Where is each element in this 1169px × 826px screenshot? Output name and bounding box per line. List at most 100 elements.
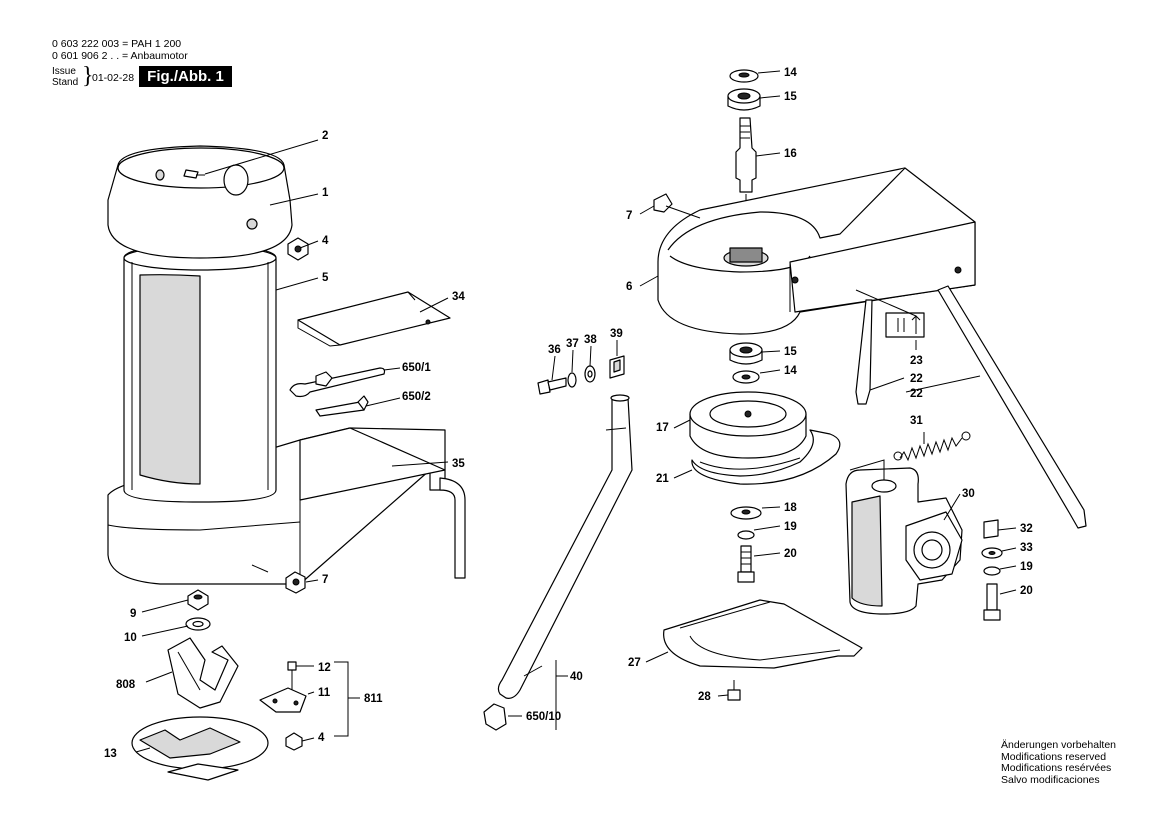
- label-12: 12: [318, 662, 331, 674]
- tube-40: [497, 394, 633, 699]
- pulley-17: [689, 391, 807, 459]
- washer-38: [584, 365, 596, 383]
- label-1: 1: [322, 187, 329, 199]
- label-20: 20: [784, 548, 797, 560]
- washer-37: [567, 372, 577, 388]
- top-cap-1: [107, 145, 293, 259]
- washer-10: [185, 617, 211, 631]
- washer-18: [730, 506, 762, 520]
- label-37: 37: [566, 338, 579, 350]
- label-31: 31: [910, 415, 923, 427]
- label-15-lower: 15: [784, 346, 797, 358]
- bearing-15-top: [727, 88, 761, 111]
- housing-6: [657, 167, 976, 335]
- label-27: 27: [628, 657, 641, 669]
- end-cap-650-10: [483, 703, 507, 731]
- issue-label: Issue: [52, 66, 76, 77]
- screw-7-head: [653, 193, 701, 219]
- label-4-upper: 4: [322, 235, 329, 247]
- cover-plate-34: [297, 291, 451, 347]
- nut-4-upper: [287, 237, 309, 261]
- washer-14-top: [729, 69, 759, 83]
- label-32: 32: [1020, 523, 1033, 535]
- screw-28: [727, 680, 741, 701]
- label-7-left: 7: [322, 574, 328, 586]
- label-28: 28: [698, 691, 711, 703]
- label-35: 35: [452, 458, 465, 470]
- washer-33: [981, 547, 1003, 559]
- label-808: 808: [116, 679, 136, 691]
- wrench-650-1: [289, 367, 386, 398]
- label-6: 6: [626, 281, 632, 293]
- bolt-36: [537, 377, 567, 395]
- leg-22-long: [937, 285, 1087, 529]
- bracket-811-parts: [259, 661, 307, 751]
- label-11: 11: [318, 687, 331, 699]
- notice-en: Modifications reserved: [1001, 750, 1107, 763]
- leg-22-short: [855, 299, 873, 405]
- label-14-top: 14: [784, 67, 797, 79]
- label-10: 10: [124, 632, 137, 644]
- label-40: 40: [570, 671, 583, 683]
- label-18: 18: [784, 502, 797, 514]
- model-number-line: 0 603 222 003 = PAH 1 200: [52, 38, 182, 50]
- clip-39: [609, 355, 625, 379]
- label-39: 39: [610, 328, 623, 340]
- label-19: 19: [784, 521, 797, 533]
- label-30: 30: [962, 488, 975, 500]
- label-14-lower: 14: [784, 365, 797, 377]
- cap-32: [983, 519, 999, 539]
- washer-14-lower: [732, 370, 760, 384]
- notice-es: Salvo modificaciones: [1001, 773, 1100, 786]
- label-2: 2: [322, 130, 328, 142]
- nut-9: [187, 589, 209, 611]
- notice-de: Änderungen vorbehalten: [1001, 739, 1117, 751]
- label-20-right: 20: [1020, 585, 1033, 597]
- hex-key-650-2: [315, 395, 369, 417]
- label-34: 34: [452, 291, 465, 303]
- label-9: 9: [130, 608, 136, 620]
- washer-19-right: [983, 566, 1001, 576]
- label-33: 33: [1020, 542, 1033, 554]
- shaft-16: [735, 117, 757, 193]
- label-23: 23: [910, 355, 923, 367]
- label-650-10: 650/10: [526, 711, 561, 723]
- label-15-top: 15: [784, 91, 797, 103]
- stand-label: Stand: [52, 77, 79, 88]
- bolt-20-right: [983, 583, 1001, 621]
- figure-title: Fig./Abb. 1: [139, 66, 232, 87]
- washer-19: [737, 530, 755, 540]
- screw-foot-7: [251, 564, 306, 594]
- label-5: 5: [322, 272, 329, 284]
- label-21: 21: [656, 473, 669, 485]
- issue-date: 01-02-28: [92, 72, 135, 84]
- label-650-1: 650/1: [402, 362, 431, 374]
- label-38: 38: [584, 334, 597, 346]
- label-16: 16: [784, 148, 797, 160]
- issue-stand-label: Issue Stand: [52, 66, 78, 88]
- label-22-upper: 22: [910, 373, 923, 385]
- part-labels: 2 1 4 5 34 650/1 650/2 35 7 9 10 808 12 …: [104, 67, 1033, 760]
- motor-number-line: 0 601 906 2 . . = Anbaumotor: [52, 50, 188, 62]
- motor-30: [845, 459, 963, 615]
- bolt-20: [737, 545, 755, 583]
- brace-glyph: }: [82, 63, 94, 89]
- label-4-lower: 4: [318, 732, 325, 744]
- label-13: 13: [104, 748, 117, 760]
- cover-27: [663, 599, 863, 669]
- belt-21: [691, 429, 841, 485]
- label-7-right: 7: [626, 210, 632, 222]
- label-17: 17: [656, 422, 669, 434]
- column-tube-5: [123, 245, 277, 503]
- modification-notice: Änderungen vorbehalten Modifications res…: [1001, 739, 1117, 786]
- label-36: 36: [548, 344, 561, 356]
- screw-2: [183, 169, 205, 179]
- label-22-lower: 22: [910, 388, 923, 400]
- label-650-2: 650/2: [402, 391, 431, 403]
- spring-31: [893, 431, 971, 462]
- clamp-808: [167, 637, 239, 709]
- label-811: 811: [364, 693, 383, 705]
- bearing-15-lower: [729, 342, 763, 365]
- disc-13: [131, 716, 269, 781]
